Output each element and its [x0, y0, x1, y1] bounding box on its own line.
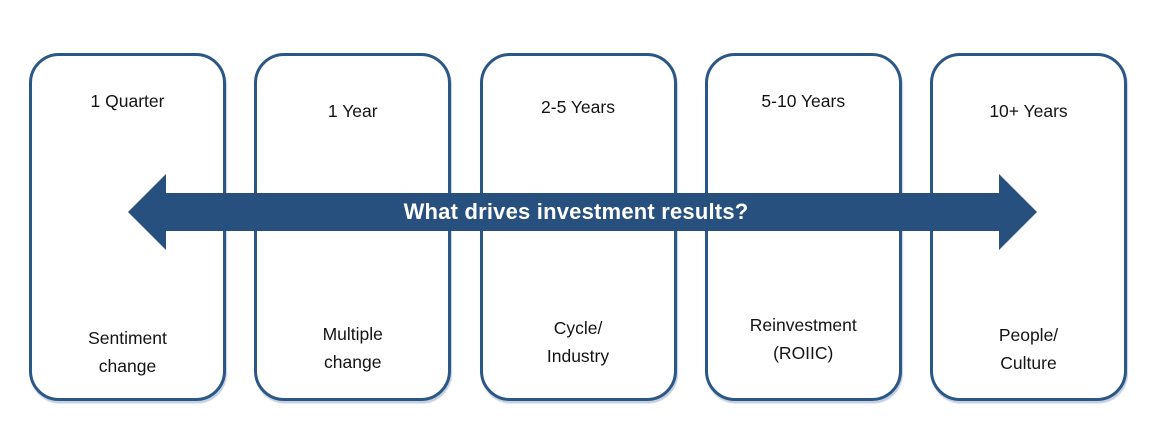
timeframe-label: 10+ Years [989, 101, 1068, 121]
driver-label: People/ Culture [933, 321, 1124, 377]
driver-line1: Reinvestment [749, 315, 857, 335]
driver-line1: People/ [998, 325, 1059, 345]
timeframe-label: 1 Year [327, 101, 378, 121]
driver-label: Multiple change [257, 320, 448, 376]
driver-line1: Multiple [322, 324, 383, 344]
arrow-question-label: What drives investment results? [403, 199, 749, 224]
driver-line2: change [324, 352, 382, 372]
timeframe-label: 5-10 Years [761, 91, 846, 111]
timeframe-label: 2-5 Years [541, 97, 615, 117]
driver-line2: change [98, 356, 157, 376]
driver-line2: Industry [546, 346, 610, 366]
driver-line2: Culture [1000, 353, 1057, 373]
timeframe-label: 1 Quarter [90, 91, 165, 111]
driver-label: Reinvestment (ROIIC) [708, 311, 899, 367]
driver-line2: (ROIIC) [773, 343, 834, 363]
driver-label: Cycle/ Industry [483, 314, 674, 370]
driver-label: Sentiment change [32, 324, 223, 380]
driver-line1: Cycle/ [553, 318, 603, 338]
driver-line1: Sentiment [88, 328, 167, 348]
